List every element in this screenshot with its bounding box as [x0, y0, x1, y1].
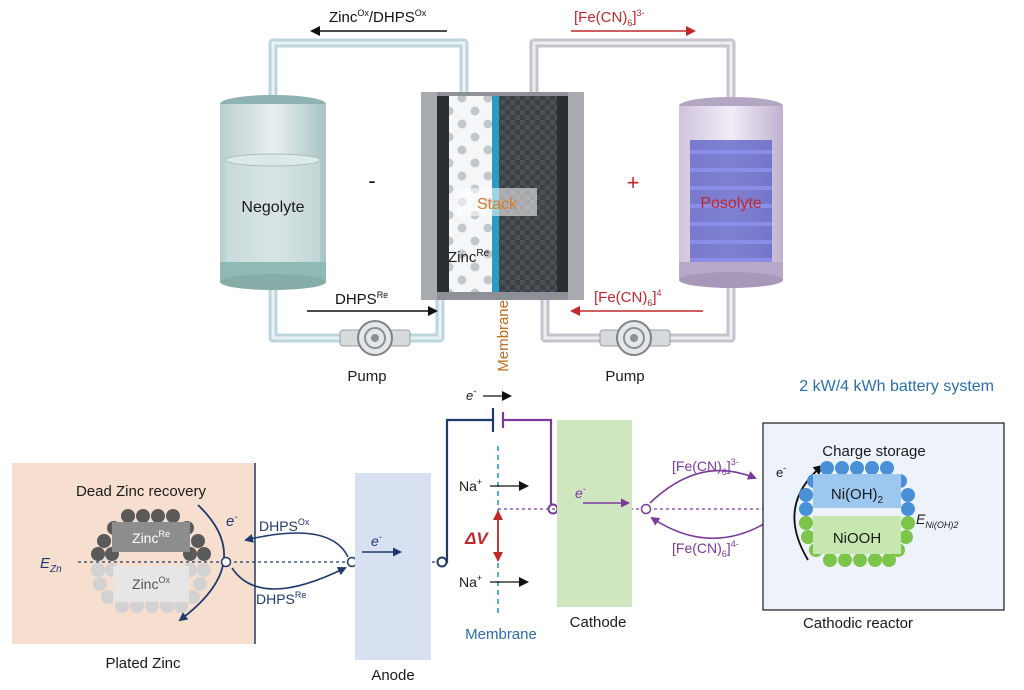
e-top-label: e-	[466, 386, 476, 403]
top-membrane-label: Membrane	[495, 300, 512, 372]
nickel-particles	[799, 461, 915, 567]
pump-left-label: Pump	[347, 368, 386, 385]
anode-block	[355, 473, 431, 660]
delta-v-label: ΔV	[464, 529, 489, 548]
pump-left-icon	[339, 320, 411, 356]
na-bottom-label: Na+	[459, 573, 482, 590]
zinc-interface-node	[220, 556, 232, 568]
e-zn-label: EZn	[40, 555, 62, 575]
posolyte-tank: Posolyte	[679, 97, 783, 288]
e-cathode-label: e-	[575, 484, 586, 501]
cathodic-reactor-label: Cathodic reactor	[803, 615, 913, 632]
niooh-label: NiOOH	[833, 530, 881, 547]
stack-label: Stack	[477, 196, 518, 213]
dhps-re-label: DHPSRe	[256, 590, 306, 607]
membrane-label: Membrane	[465, 626, 537, 643]
shuttle-node-left	[640, 503, 652, 515]
cathode-label: Cathode	[570, 614, 627, 631]
cathode-block	[557, 420, 632, 607]
fe3-arrow	[649, 469, 757, 504]
na-top-label: Na+	[459, 477, 482, 494]
posolyte-label: Posolyte	[700, 195, 761, 212]
ferrocyanide-flow-label: [Fe(CN)6]4	[594, 288, 662, 308]
e-anode-label: e-	[371, 532, 382, 549]
zinc-re-particle-label: ZincRe	[132, 529, 170, 546]
stack: Stack ZincRe	[421, 92, 584, 300]
top-battery-system: Negolyte Posolyte	[220, 8, 994, 395]
e-nioh2-label: ENi(OH)2	[916, 511, 958, 530]
e-left-label: e-	[226, 512, 238, 530]
charge-storage-label: Charge storage	[822, 443, 925, 460]
dead-zinc-particles	[91, 509, 211, 613]
nioh2-label: Ni(OH)2	[831, 486, 884, 506]
e-reactor-label: e-	[776, 463, 786, 480]
cathode-circuit-wire	[503, 418, 553, 506]
bottom-schematic: Dead Zinc recovery ZincRe ZincOx EZn	[12, 386, 1005, 684]
anode-node	[436, 556, 448, 568]
anode-label: Anode	[371, 667, 414, 684]
system-caption: 2 kW/4 kWh battery system	[799, 378, 994, 395]
negolyte-tank: Negolyte	[220, 95, 326, 290]
plus-sign: +	[627, 170, 640, 195]
fe4-arrow	[650, 514, 779, 540]
pump-right-icon	[599, 320, 671, 356]
negolyte-label: Negolyte	[241, 199, 304, 216]
dhps-ox-arrow	[244, 532, 349, 558]
plated-zinc-panel	[12, 463, 255, 644]
zinc-re-label: ZincRe	[448, 248, 490, 266]
dhps-re-arrow	[231, 567, 347, 590]
minus-sign: -	[368, 168, 375, 193]
dhps-re-flow-label: DHPSRe	[335, 290, 388, 308]
fe3-label: [Fe(CN)6]3-	[672, 457, 739, 477]
fe4-label: [Fe(CN)6]4-	[672, 539, 739, 559]
zinc-ox-dhps-ox-flow-label: ZincOx/DHPSOx	[329, 8, 427, 26]
dhps-ox-label: DHPSOx	[259, 517, 310, 534]
dead-zinc-recovery-label: Dead Zinc recovery	[76, 483, 207, 500]
plated-zinc-label: Plated Zinc	[105, 655, 181, 672]
pump-right-label: Pump	[605, 368, 644, 385]
zinc-ox-particle-label: ZincOx	[132, 575, 170, 592]
ferricyanide-flow-label: [Fe(CN)6]3-	[574, 8, 645, 28]
posolyte-nickel-stack	[690, 140, 772, 268]
